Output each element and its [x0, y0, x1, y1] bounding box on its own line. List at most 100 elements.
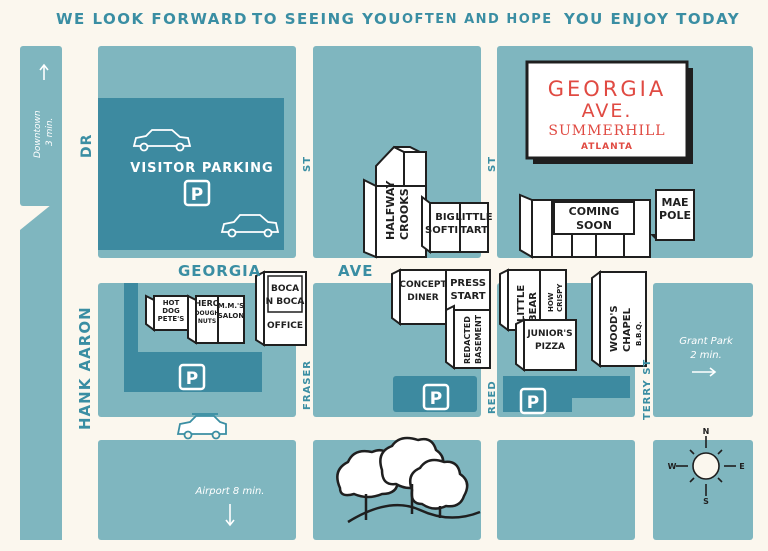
building-mae-pole: MAE POLE [650, 189, 695, 241]
svg-text:N BOCA: N BOCA [266, 297, 305, 307]
arrow-right-icon [692, 367, 717, 377]
visitor-parking-lot [98, 98, 284, 250]
parking-symbols: P P P P [178, 179, 547, 415]
parking-lot-west [124, 283, 262, 392]
svg-text:TART: TART [460, 225, 488, 236]
header-part-2: TO SEEING YOU [252, 10, 402, 28]
street-terry: TERRY ST [642, 359, 653, 420]
building-big-softie: BIG SOFTIE [421, 195, 465, 254]
block-grant-park [653, 283, 753, 417]
building-hero-doughnuts: HERO DOUGH NUTS [187, 294, 220, 345]
svg-text:REDACTED: REDACTED [463, 316, 472, 364]
compass-e: E [739, 462, 744, 471]
street-reed: REED [487, 380, 498, 414]
svg-text:M.M.'S: M.M.'S [218, 302, 244, 310]
sign-summerhill: SUMMERHILL [548, 123, 665, 139]
parking-symbol: P [191, 185, 203, 205]
svg-text:JUNIOR'S: JUNIOR'S [526, 329, 572, 339]
svg-text:LITTLE: LITTLE [455, 212, 492, 223]
building-hot-dog-petes: HOT DOG PETE'S [145, 294, 189, 332]
header-part-1: WE LOOK FORWARD [56, 10, 248, 28]
parking-lot-reed [503, 376, 630, 412]
svg-text:LITTLE: LITTLE [516, 285, 527, 322]
block-south-reed [497, 440, 635, 540]
svg-text:PETE'S: PETE'S [158, 315, 185, 323]
street-fraser: FRASER [302, 360, 313, 410]
building-woods-chapel: WOOD'S CHAPEL B.B.Q. [591, 270, 647, 368]
parking-icon [422, 383, 450, 411]
svg-text:DOG: DOG [162, 307, 180, 315]
sign-ave: AVE. [582, 100, 633, 122]
georgia-ave-sign: GEORGIA AVE. SUMMERHILL ATLANTA [525, 60, 693, 164]
building-little-tart: LITTLE TART [455, 202, 493, 253]
svg-text:CONCEPT: CONCEPT [399, 280, 447, 290]
svg-text:START: START [450, 291, 485, 302]
svg-text:CROOKS: CROOKS [398, 188, 411, 240]
svg-text:BASEMENT: BASEMENT [474, 314, 483, 364]
visitor-parking-label: VISITOR PARKING [130, 161, 273, 176]
building-juniors-pizza: JUNIOR'S PIZZA [515, 318, 577, 372]
parking-icon [178, 363, 206, 391]
grant-park-time: 2 min. [690, 350, 722, 361]
car-icon [176, 413, 227, 440]
compass-s: S [703, 497, 709, 506]
parking-lots [98, 98, 630, 412]
svg-text:HOT: HOT [163, 299, 180, 307]
parking-icon [519, 387, 547, 415]
svg-text:PIZZA: PIZZA [535, 342, 565, 352]
svg-text:PRESS: PRESS [450, 278, 486, 289]
svg-text:BIG: BIG [435, 212, 455, 223]
street-ave: AVE [338, 262, 373, 280]
street-st-reed-north: ST [487, 156, 498, 172]
svg-text:HALFWAY: HALFWAY [384, 180, 397, 240]
building-halfway-crooks: HALFWAY CROOKS [363, 145, 427, 259]
building-press-start: PRESS START [445, 269, 491, 311]
building-concept-diner: CONCEPT DINER [391, 268, 447, 326]
svg-text:CHAPEL: CHAPEL [622, 307, 633, 352]
trees-park [336, 436, 481, 524]
svg-text:CRISPY: CRISPY [556, 283, 564, 312]
parking-icon [183, 179, 211, 207]
svg-text:OFFICE: OFFICE [267, 321, 303, 331]
svg-text:WOOD'S: WOOD'S [609, 305, 620, 352]
svg-text:SOON: SOON [576, 219, 612, 232]
svg-text:HERO: HERO [194, 299, 219, 308]
compass-rose-icon [676, 436, 736, 496]
building-boca-n-boca: BOCA N BOCA OFFICE [255, 270, 307, 347]
svg-text:MAE: MAE [662, 196, 689, 209]
svg-text:POLE: POLE [659, 209, 691, 222]
svg-text:DINER: DINER [407, 293, 438, 303]
building-coming-soon: COMING SOON [519, 193, 651, 259]
building-mms-salon: M.M.'S SALON [217, 295, 245, 344]
header-part-3: OFTEN AND HOPE [402, 12, 553, 27]
street-hank-aaron: HANK AARON [76, 306, 94, 430]
block-airport [98, 440, 296, 540]
block-far-left [20, 196, 62, 540]
airport-label: Airport 8 min. [195, 486, 265, 497]
svg-text:NUTS: NUTS [198, 318, 216, 325]
arrow-up-icon [39, 63, 49, 80]
street-st-fraser-north: ST [302, 156, 313, 172]
sign-georgia: GEORGIA [548, 77, 667, 101]
svg-text:B.B.Q.: B.B.Q. [635, 321, 643, 346]
building-how-crispy: HOW CRISPY [539, 269, 567, 321]
sign-atlanta: ATLANTA [581, 142, 633, 152]
parking-symbol: P [430, 389, 442, 409]
svg-text:HOW: HOW [547, 292, 555, 312]
street-georgia: GEORGIA [178, 262, 261, 280]
car-icon [132, 129, 192, 152]
svg-text:SALON: SALON [218, 312, 245, 320]
parking-symbol: P [186, 369, 198, 389]
building-redacted-basement: REDACTED BASEMENT [445, 304, 491, 370]
parking-lot-fraser [393, 376, 477, 412]
block-compass [653, 440, 753, 540]
downtown-time: 3 min. [45, 118, 55, 146]
car-icon [220, 214, 280, 238]
svg-text:BOCA: BOCA [271, 284, 299, 294]
compass-w: W [668, 462, 677, 471]
parking-symbol: P [527, 393, 539, 413]
block-downtown-left [20, 46, 62, 206]
downtown-label: Downtown [33, 110, 43, 158]
grant-park-label: Grant Park [679, 336, 734, 347]
